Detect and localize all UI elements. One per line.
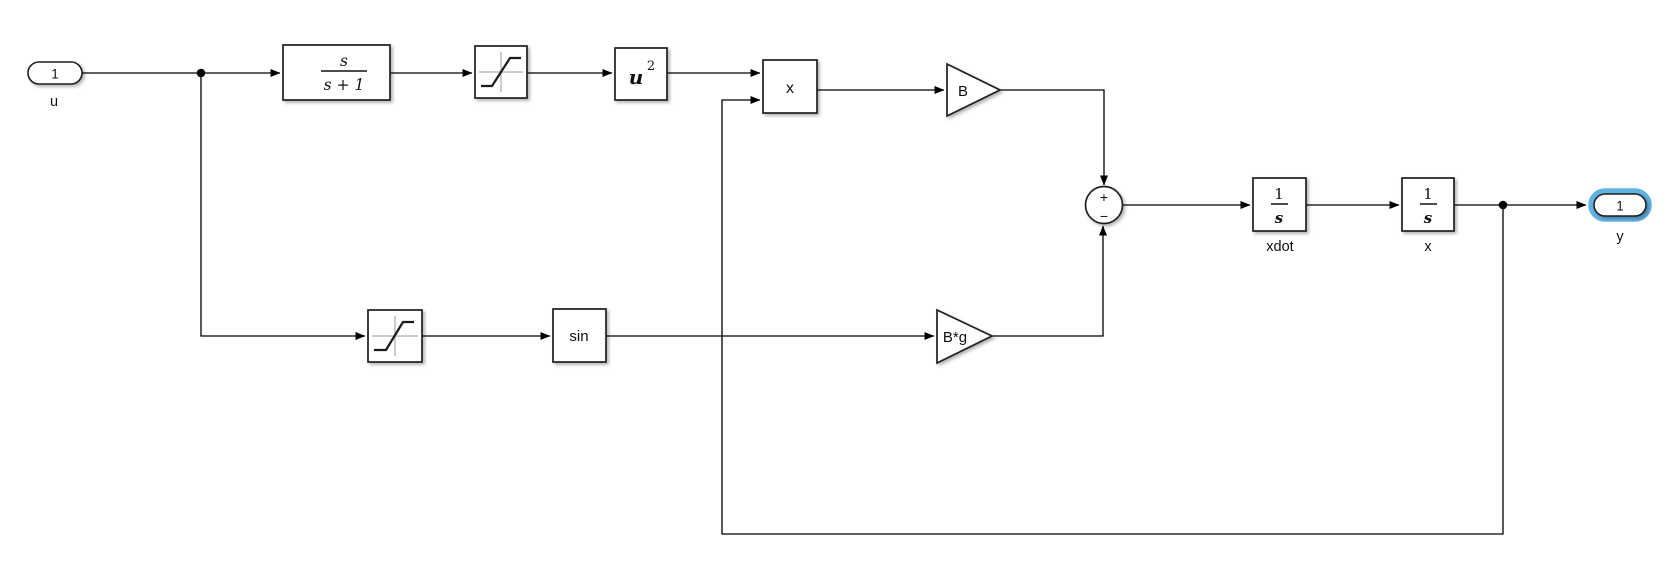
math-function-body[interactable] <box>614 47 668 101</box>
outport-pill[interactable] <box>1593 193 1647 217</box>
saturation-lower-block[interactable] <box>367 309 423 363</box>
integrator-x-body[interactable] <box>1401 177 1455 232</box>
integrator-xdot-numerator: 1 <box>1274 185 1284 203</box>
gain-bg-triangle[interactable] <box>936 308 994 365</box>
branch-dot-input[interactable] <box>196 68 206 78</box>
saturation-icon <box>479 52 523 92</box>
transfer-fcn-denominator: s + 1 <box>324 76 365 94</box>
product-body[interactable] <box>762 59 818 114</box>
outport-port-number: 1 <box>1616 199 1624 214</box>
sum-body[interactable] <box>1084 185 1124 225</box>
outport-y-block[interactable]: 1 <box>1588 188 1652 222</box>
gain-b-triangle[interactable] <box>946 62 1002 118</box>
gain-b-block[interactable]: B <box>946 62 1002 118</box>
integrator-x-block[interactable]: 1 s <box>1401 177 1455 232</box>
sum-minus-sign: − <box>1100 208 1108 224</box>
wire-feedback-x-to-product[interactable] <box>721 96 1504 535</box>
transfer-fcn-block[interactable]: s s + 1 <box>282 44 391 101</box>
branch-dot-x-output[interactable] <box>1498 200 1508 210</box>
saturation-icon <box>372 316 418 356</box>
transfer-fcn-numerator: s <box>340 52 348 70</box>
sin-block[interactable]: sin <box>552 308 607 363</box>
inport-port-number: 1 <box>51 67 59 82</box>
integrator-xdot-block[interactable]: 1 s <box>1252 177 1307 232</box>
wire-gain-bg-to-sum[interactable] <box>992 225 1107 337</box>
gain-b-label: B <box>958 83 968 100</box>
sin-body[interactable] <box>552 308 607 363</box>
integrator-x-numerator: 1 <box>1423 185 1433 203</box>
product-block[interactable]: x <box>762 59 818 114</box>
transfer-fcn-body[interactable] <box>282 44 391 101</box>
math-function-exponent: 2 <box>647 59 655 74</box>
wire-gain-b-to-sum[interactable] <box>1000 89 1108 186</box>
integrator-x-name-label[interactable]: x <box>1424 239 1432 255</box>
inport-name-label[interactable]: u <box>50 94 58 110</box>
product-symbol: x <box>786 80 794 97</box>
sum-block[interactable]: + − <box>1084 185 1124 225</box>
sin-label: sin <box>569 328 588 345</box>
integrator-xdot-name-label[interactable]: xdot <box>1266 239 1293 255</box>
gain-bg-label: B*g <box>943 329 967 346</box>
math-function-base: u <box>629 65 644 89</box>
integrator-x-denominator: s <box>1424 209 1433 227</box>
gain-bg-block[interactable]: B*g <box>936 308 994 365</box>
wire-branch-to-saturation-lower[interactable] <box>200 73 366 340</box>
outport-name-label[interactable]: y <box>1616 229 1624 245</box>
saturation-upper-block[interactable] <box>474 45 528 99</box>
signal-wires <box>82 68 1587 535</box>
sum-plus-sign: + <box>1100 189 1108 205</box>
inport-pill[interactable] <box>27 61 83 85</box>
inport-u-block[interactable]: 1 <box>27 61 83 85</box>
integrator-xdot-denominator: s <box>1275 209 1284 227</box>
math-function-block[interactable]: u 2 <box>614 47 668 101</box>
